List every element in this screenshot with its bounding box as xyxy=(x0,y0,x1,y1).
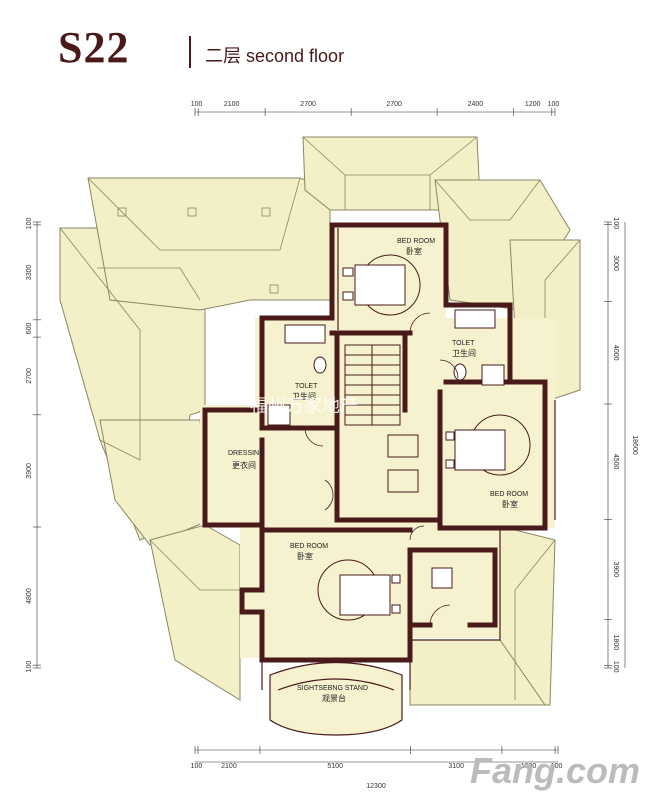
dim-bottom-total: 12300 xyxy=(366,783,386,790)
staircase xyxy=(344,344,419,493)
bedroom-top-label-cn: 卧室 xyxy=(406,246,422,256)
watermark-text: 福州万家地产 xyxy=(250,396,358,417)
roof-ridges xyxy=(59,136,581,700)
dimension-ticks xyxy=(33,108,612,754)
dim-bottom-label: 5100 xyxy=(327,763,343,770)
dim-left-label: 2700 xyxy=(26,368,33,384)
title-divider xyxy=(189,36,191,68)
dim-left-label: 100 xyxy=(26,217,33,229)
dim-right-label: 1800 xyxy=(612,635,619,651)
floor-label: 二层 second floor xyxy=(205,46,345,66)
bed-right xyxy=(454,429,506,471)
plan-code: S22 xyxy=(58,23,130,72)
toilet-left-label-cn: 卫生间 xyxy=(292,391,316,401)
roof-bottom-left xyxy=(149,524,241,701)
bedroom-top-label-en: BED ROOM xyxy=(397,238,435,245)
dim-bottom-label: 2100 xyxy=(221,763,237,770)
fang-logo: 房天下 Fang.com xyxy=(470,736,640,791)
dim-top-label: 1200 xyxy=(525,101,541,108)
dim-right-total: 18600 xyxy=(631,435,638,455)
bedroom-right-label-cn: 卧室 xyxy=(502,499,518,509)
toilet-right-label-cn: 卫生间 xyxy=(452,348,476,358)
bathtub-right xyxy=(454,309,496,329)
dim-top-label: 2400 xyxy=(468,101,484,108)
door-swings xyxy=(304,312,459,626)
dim-right-label: 100 xyxy=(612,661,619,673)
walls xyxy=(202,222,548,663)
bedroom-main-label-en: BED ROOM xyxy=(290,543,328,550)
shower-left xyxy=(267,404,291,426)
bedroom-main-label-cn: 卧室 xyxy=(297,551,313,561)
dim-left-label: 4800 xyxy=(26,588,33,604)
dim-top-label: 100 xyxy=(191,101,203,108)
dim-top-label: 100 xyxy=(548,101,560,108)
toilet-right-label-en: TOLET xyxy=(452,340,475,347)
bed-main xyxy=(339,574,391,616)
dim-bottom-label: 1800 xyxy=(521,763,537,770)
dim-top-label: 2700 xyxy=(386,101,402,108)
bedroom-right-label-en: BED ROOM xyxy=(490,491,528,498)
dim-bottom-label: 100 xyxy=(551,763,563,770)
wc-left xyxy=(313,356,327,374)
dimension-labels: 100 2100 2700 2700 2400 1200 100 100 2100 5100 310… xyxy=(26,101,638,790)
cabinet xyxy=(431,567,453,589)
dim-right-label: 3000 xyxy=(612,255,619,271)
sightseeing-stand xyxy=(269,661,403,736)
furniture xyxy=(267,254,531,621)
thin-walls xyxy=(261,228,556,690)
dim-bottom-label: 3100 xyxy=(448,763,464,770)
dim-left-label: 3300 xyxy=(26,264,33,280)
logo-cn: 房天下 xyxy=(505,736,544,752)
toilet-left-label-en: TOLET xyxy=(295,383,318,390)
stand-label-en: SIGHTSEBNG STAND xyxy=(297,685,368,692)
dim-left-label: 3900 xyxy=(26,463,33,479)
dim-right-label: 3900 xyxy=(612,562,619,578)
dim-right-label: 100 xyxy=(612,217,619,229)
dim-top-label: 2100 xyxy=(224,101,240,108)
dressing-label-en: DRESSING xyxy=(228,450,265,457)
bed-top xyxy=(354,264,406,306)
dimension-lines xyxy=(36,111,626,763)
room-labels: BED ROOM 卧室 TOLET 卫生间 TOLET 卫生间 DRESSING… xyxy=(228,238,528,703)
dim-bottom-label: 100 xyxy=(191,763,203,770)
bathtub-left xyxy=(284,324,326,344)
dim-left-label: 100 xyxy=(26,661,33,673)
dim-left-label: 600 xyxy=(26,323,33,335)
roof-left-lower xyxy=(99,419,211,546)
dressing-label-cn: 更衣间 xyxy=(232,460,256,470)
dim-top-label: 2700 xyxy=(300,101,316,108)
dim-right-label: 4500 xyxy=(612,454,619,470)
stand-label-cn: 观景台 xyxy=(322,693,346,703)
wc-right xyxy=(453,363,467,381)
logo-text: Fang.com xyxy=(470,750,640,791)
shower-right xyxy=(481,364,505,386)
roof-left-upper xyxy=(87,177,331,311)
dim-right-label: 4000 xyxy=(612,345,619,361)
